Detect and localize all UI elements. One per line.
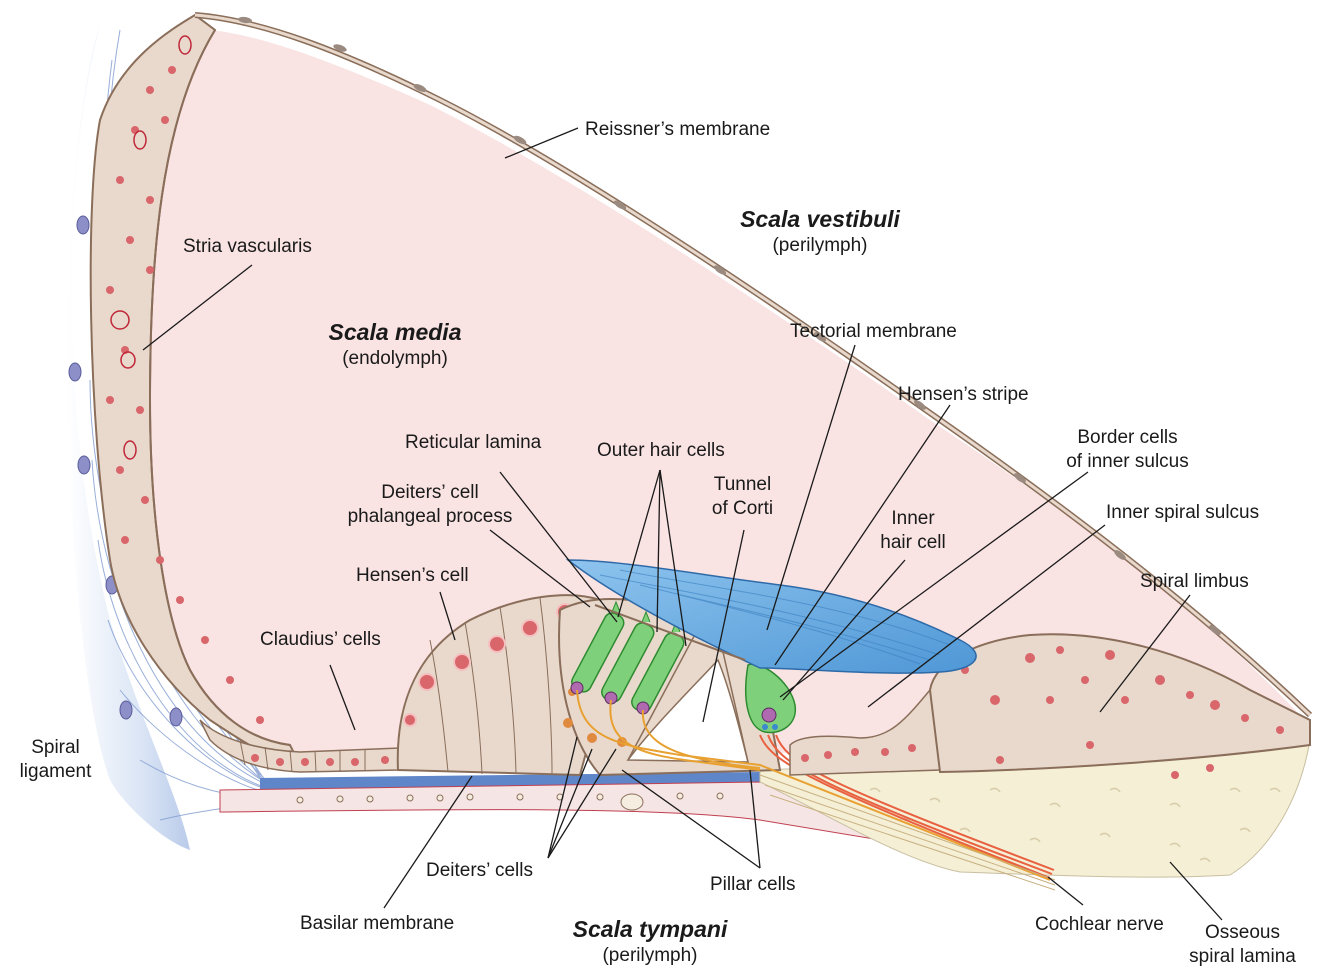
inner-hair-cell-line-2: hair cell	[868, 531, 958, 555]
label-inner-hair-cell: Inner hair cell	[868, 507, 958, 555]
border-cells-line-2: of inner sulcus	[1055, 450, 1200, 474]
label-deiters-cells: Deiters’ cells	[426, 859, 533, 883]
tunnel-line-2: of Corti	[700, 497, 785, 521]
spiral-ligament-line-1: Spiral	[8, 736, 103, 760]
scala-tympani-label: Scala tympani (perilymph)	[550, 915, 750, 968]
osseous-line-1: Osseous	[1175, 921, 1310, 945]
tunnel-line-1: Tunnel	[700, 473, 785, 497]
label-spiral-limbus: Spiral limbus	[1140, 570, 1249, 594]
spiral-limbus-shape	[930, 634, 1310, 772]
label-stria-vascularis: Stria vascularis	[183, 235, 312, 259]
scala-vestibuli-name: Scala vestibuli	[715, 205, 925, 234]
scala-media-label: Scala media (endolymph)	[295, 318, 495, 371]
phalangeal-line-2: phalangeal process	[330, 505, 530, 529]
label-reissners-membrane: Reissner’s membrane	[585, 118, 770, 142]
label-deiters-phalangeal: Deiters’ cell phalangeal process	[330, 481, 530, 529]
scala-vestibuli-fluid: (perilymph)	[715, 234, 925, 258]
border-cells-line-1: Border cells	[1055, 426, 1200, 450]
scala-vestibuli-label: Scala vestibuli (perilymph)	[715, 205, 925, 258]
label-tectorial-membrane: Tectorial membrane	[790, 320, 957, 344]
inner-hair-cell-line-1: Inner	[868, 507, 958, 531]
label-spiral-ligament: Spiral ligament	[8, 736, 103, 784]
label-tunnel-of-corti: Tunnel of Corti	[700, 473, 785, 521]
label-inner-spiral-sulcus: Inner spiral sulcus	[1106, 501, 1259, 525]
label-hensens-cell: Hensen’s cell	[356, 564, 469, 588]
label-osseous-spiral-lamina: Osseous spiral lamina	[1175, 921, 1310, 969]
spiral-ligament-line-2: ligament	[8, 760, 103, 784]
label-reticular-lamina: Reticular lamina	[405, 431, 541, 455]
label-claudius-cells: Claudius’ cells	[260, 628, 381, 652]
scala-tympani-fluid: (perilymph)	[550, 944, 750, 968]
label-pillar-cells: Pillar cells	[710, 873, 796, 897]
scala-media-fluid: (endolymph)	[295, 347, 495, 371]
label-cochlear-nerve: Cochlear nerve	[1035, 913, 1164, 937]
label-outer-hair-cells: Outer hair cells	[597, 439, 725, 463]
label-hensens-stripe: Hensen’s stripe	[898, 383, 1029, 407]
osseous-line-2: spiral lamina	[1175, 945, 1310, 969]
label-border-cells: Border cells of inner sulcus	[1055, 426, 1200, 474]
scala-tympani-name: Scala tympani	[550, 915, 750, 944]
label-basilar-membrane: Basilar membrane	[300, 912, 454, 936]
phalangeal-line-1: Deiters’ cell	[330, 481, 530, 505]
scala-media-name: Scala media	[295, 318, 495, 347]
